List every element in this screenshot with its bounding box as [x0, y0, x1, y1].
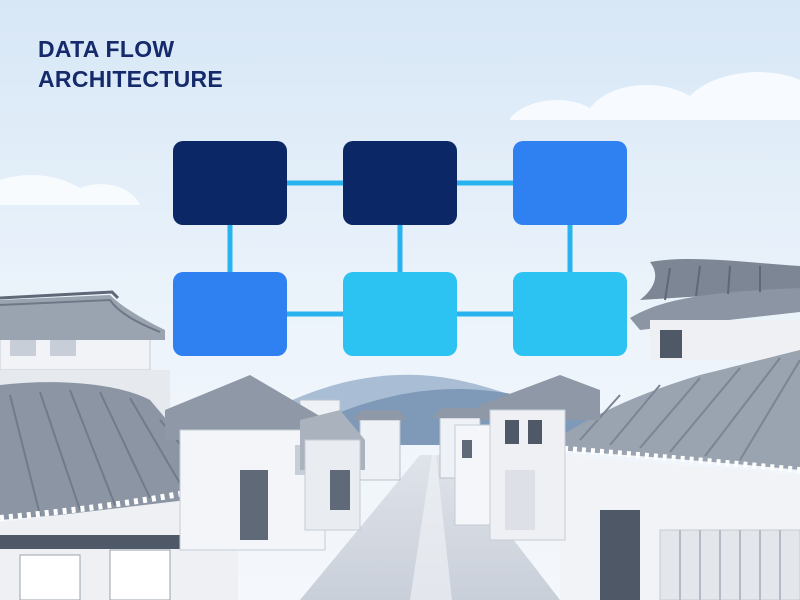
buildings-right [454, 259, 800, 600]
flow-node-6 [513, 272, 627, 356]
flow-node-4 [173, 272, 287, 356]
nodes [173, 141, 627, 356]
clouds [0, 72, 800, 205]
title-line-2: ARCHITECTURE [38, 66, 224, 92]
flow-node-2 [343, 141, 457, 225]
flow-node-1 [173, 141, 287, 225]
title-line-1: DATA FLOW [38, 36, 175, 62]
buildings-left [0, 290, 365, 600]
flow-node-3 [513, 141, 627, 225]
page-title: DATA FLOW ARCHITECTURE [38, 34, 223, 94]
flow-node-5 [343, 272, 457, 356]
